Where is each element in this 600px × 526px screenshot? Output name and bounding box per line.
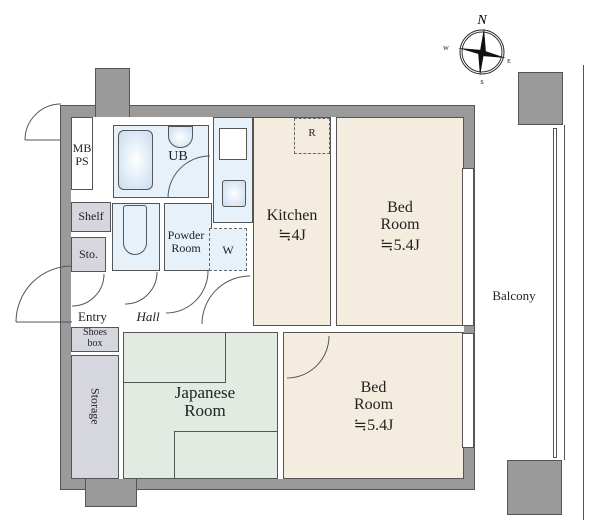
balcony xyxy=(475,125,565,460)
shelf-door xyxy=(71,273,105,307)
balcony-rail xyxy=(553,128,557,458)
hall-label: Hall xyxy=(136,309,160,324)
svg-text:N: N xyxy=(476,13,487,28)
fridge-space xyxy=(294,118,330,154)
stove-icon xyxy=(219,128,247,160)
shoes-label: Shoes box xyxy=(83,327,107,349)
powder-door xyxy=(165,270,209,314)
storage xyxy=(71,355,119,479)
washer-space xyxy=(209,228,247,271)
entry-door xyxy=(15,265,73,323)
mbps-door xyxy=(24,103,62,141)
powder-room xyxy=(164,203,212,271)
svg-text:E: E xyxy=(507,59,511,65)
shelf xyxy=(71,202,111,232)
storage-small xyxy=(71,237,106,272)
kitchen-size: ≒4J xyxy=(278,227,306,244)
japanese-room xyxy=(123,332,278,479)
fridge-label: R xyxy=(308,127,316,139)
kitchen-label: Kitchen xyxy=(266,207,318,224)
tatami-line xyxy=(174,431,175,479)
tatami-line xyxy=(174,431,278,432)
washer-label: W xyxy=(222,243,234,257)
svg-text:S: S xyxy=(480,80,483,86)
mbps-label: MB PS xyxy=(72,141,92,168)
balcony-label: Balcony xyxy=(492,288,536,303)
duct-wall xyxy=(95,68,130,118)
ub-label: UB xyxy=(168,149,188,164)
bath-door xyxy=(167,155,211,199)
mb-ps xyxy=(71,117,93,190)
bedroom-1-label: Bed Room xyxy=(380,199,420,233)
window-bed1 xyxy=(462,168,474,326)
kitchen-sink xyxy=(222,180,246,207)
bathtub xyxy=(118,130,153,190)
window-bed2 xyxy=(462,333,474,448)
balcony-column-bottom xyxy=(507,460,562,515)
balcony-edge xyxy=(583,65,584,520)
bedroom-2-label: Bed Room xyxy=(353,379,394,413)
entry-label: Entry xyxy=(78,309,107,324)
bedroom2-door xyxy=(286,335,330,379)
bedroom-2 xyxy=(283,332,464,479)
kitchen xyxy=(253,117,331,326)
bedroom-2-size: ≒5.4J xyxy=(353,417,394,434)
toilet-icon xyxy=(123,205,147,255)
tatami-line xyxy=(225,332,226,382)
balcony-column-top xyxy=(518,72,563,125)
japanese-label: Japanese Room xyxy=(174,383,236,420)
compass-icon xyxy=(458,28,506,76)
tatami-line xyxy=(123,382,226,383)
kitchen-door xyxy=(201,275,251,325)
toilet-door xyxy=(124,271,158,305)
svg-text:W: W xyxy=(443,46,449,52)
shelf-label: Shelf xyxy=(78,209,104,223)
sink xyxy=(168,126,193,148)
sto-label: Sto. xyxy=(78,247,98,261)
bedroom-1-size: ≒5.4J xyxy=(380,237,420,254)
powder-label: Powder Room xyxy=(167,228,205,255)
shoes-box xyxy=(71,327,119,352)
